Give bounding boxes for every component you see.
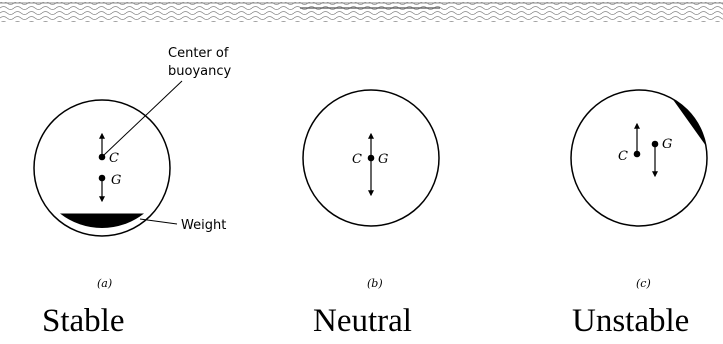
weight-segment-a <box>60 213 144 229</box>
buoyancy-leader-line <box>103 80 183 156</box>
center-of-buoyancy-label-line2: buoyancy <box>168 64 231 79</box>
body-circle-a <box>33 99 171 237</box>
water-surface <box>0 2 723 22</box>
body-circle-c <box>570 89 708 227</box>
c-label-a: C <box>109 151 119 166</box>
caption-neutral: Neutral <box>313 303 412 339</box>
sublabel-a: (a) <box>97 277 112 290</box>
g-label-a: G <box>111 173 121 188</box>
caption-unstable: Unstable <box>572 303 690 339</box>
weight-label: Weight <box>181 218 226 233</box>
weight-segment-c <box>672 98 706 146</box>
panel-a-stable: C G Center of buoyancy Weight (a) <box>33 46 231 290</box>
panel-b-neutral: C G (b) <box>302 89 440 290</box>
c-label-b: C <box>352 152 362 167</box>
center-of-buoyancy-label-line1: Center of <box>168 46 229 61</box>
weight-leader-line <box>139 218 178 225</box>
sublabel-b: (b) <box>367 277 383 290</box>
sublabel-c: (c) <box>636 277 651 290</box>
panel-c-unstable: C G (c) <box>570 89 708 290</box>
c-label-c: C <box>618 149 628 164</box>
body-circle-b <box>302 89 440 227</box>
g-label-b: G <box>378 152 388 167</box>
g-label-c: G <box>662 137 672 152</box>
caption-stable: Stable <box>42 303 125 339</box>
